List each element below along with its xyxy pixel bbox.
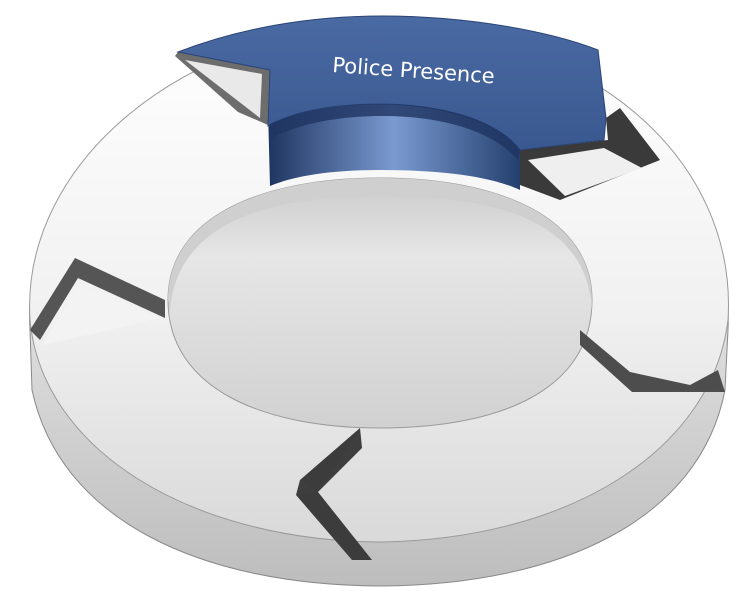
segment-police-presence-face — [176, 15, 607, 151]
segment-separators — [30, 52, 725, 560]
separator-bottom — [296, 428, 372, 560]
separator-left — [30, 258, 165, 340]
segment-police-presence[interactable]: Police Presence — [176, 15, 607, 190]
separator-right — [580, 330, 725, 392]
